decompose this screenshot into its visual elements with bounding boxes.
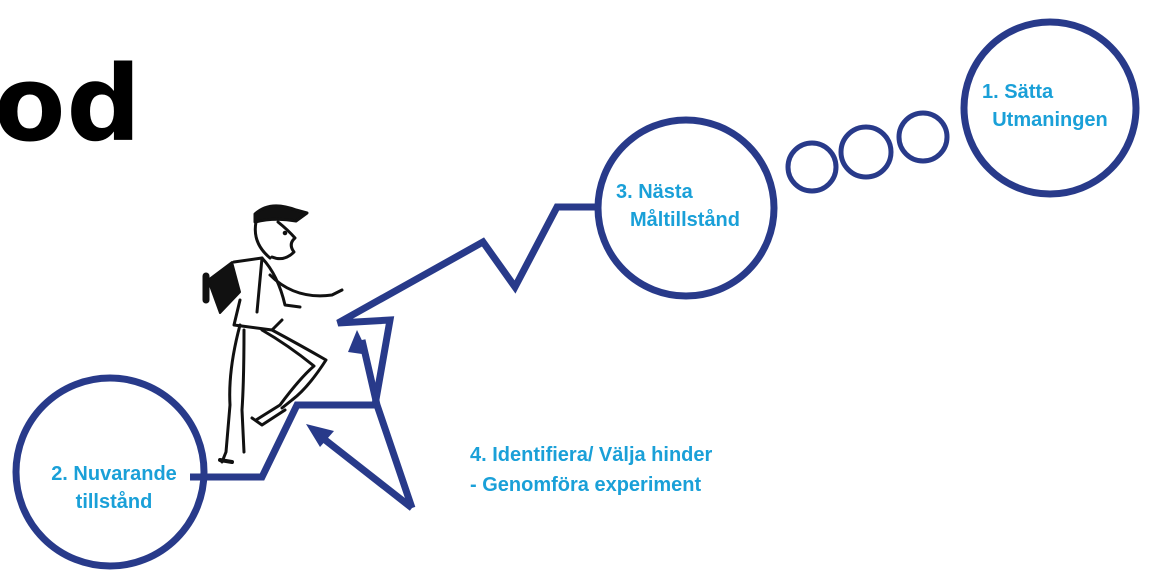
experiment-line-lower — [312, 429, 415, 511]
climbing-hiker-icon — [202, 204, 344, 464]
challenge-circle — [960, 18, 1140, 198]
target-state-label: 3. Nästa Måltillstånd — [610, 178, 760, 234]
target-state-label-line2: Måltillstånd — [629, 209, 740, 231]
target-state-label-line1: 3. Nästa — [616, 181, 693, 203]
obstacles-note-line2: - Genomföra experiment — [470, 474, 702, 496]
connector-circle — [896, 110, 950, 164]
arrow-head-icon — [306, 424, 334, 447]
arrow-head-icon — [348, 330, 369, 355]
page-title: od — [0, 43, 142, 165]
current-state-circle — [12, 374, 208, 570]
progress-path — [190, 203, 601, 481]
current-state-label: 2. Nuvarande tillstånd — [28, 460, 200, 516]
current-state-label-line1: 2. Nuvarande — [51, 463, 177, 485]
obstacles-note: 4. Identifiera/ Välja hinder - Genomföra… — [470, 440, 712, 500]
connector-circle — [785, 140, 839, 194]
experiment-line-upper — [358, 339, 416, 510]
connector-circle — [838, 124, 894, 180]
obstacles-note-line1: 4. Identifiera/ Välja hinder — [470, 444, 713, 466]
challenge-label-line1: 1. Sätta — [982, 81, 1054, 103]
current-state-label-line2: tillstånd — [75, 491, 153, 513]
challenge-label: 1. Sätta Utmaningen — [970, 78, 1130, 134]
challenge-label-line2: Utmaningen — [992, 109, 1108, 131]
